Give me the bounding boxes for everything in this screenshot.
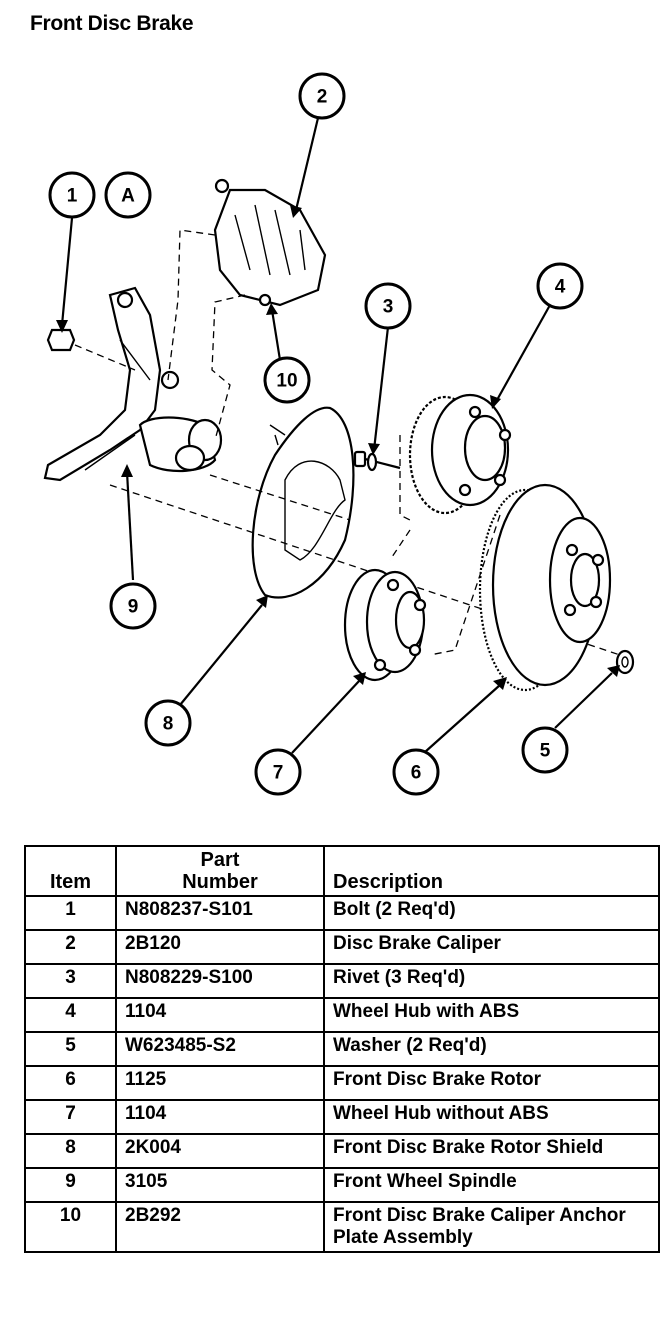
row-item: 7: [24, 1099, 117, 1135]
callout-6: 6: [392, 748, 440, 796]
row-item: 9: [24, 1167, 117, 1203]
hub-with-abs-illustration: [399, 393, 512, 521]
svg-text:2: 2: [317, 87, 328, 108]
svg-text:9: 9: [128, 597, 139, 618]
callout-8: 8: [144, 699, 192, 747]
header-part-number: Part Number: [115, 845, 325, 897]
callout-10: 10: [263, 356, 311, 404]
svg-text:4: 4: [555, 277, 566, 298]
row-description: Disc Brake Caliper: [323, 929, 660, 965]
table-row: 5 W623485-S2 Washer (2 Req'd): [24, 1031, 660, 1067]
row-part-number: 1104: [115, 997, 325, 1033]
header-part-number-line1: Part: [200, 849, 240, 871]
row-part-number: 2B120: [115, 929, 325, 965]
hub-without-abs-illustration: [343, 529, 427, 682]
svg-text:A: A: [121, 186, 135, 207]
callout-3: 3: [364, 282, 412, 330]
row-description: Front Disc Brake Rotor Shield: [323, 1133, 660, 1169]
table-row: 9 3105 Front Wheel Spindle: [24, 1167, 660, 1203]
svg-text:6: 6: [411, 763, 422, 784]
row-part-number: N808229-S100: [115, 963, 325, 999]
row-part-number: 1125: [115, 1065, 325, 1101]
svg-text:1: 1: [67, 186, 78, 207]
row-item: 4: [24, 997, 117, 1033]
parts-table: Item Part Number Description 1 N808237-S…: [24, 845, 660, 1253]
svg-text:3: 3: [383, 297, 394, 318]
spindle-illustration: [43, 286, 223, 482]
svg-text:8: 8: [163, 714, 174, 735]
exploded-brake-diagram: 1 A 2 3 4 5 6 7 8 9 10: [43, 72, 635, 796]
row-description: Wheel Hub without ABS: [323, 1099, 660, 1135]
row-description: Wheel Hub with ABS: [323, 997, 660, 1033]
rotor-shield-illustration: [251, 406, 355, 599]
row-description: Bolt (2 Req'd): [323, 895, 660, 931]
callout-5: 5: [521, 726, 569, 774]
row-part-number: 1104: [115, 1099, 325, 1135]
callout-9: 9: [109, 582, 157, 630]
page-title: Front Disc Brake: [30, 12, 194, 35]
row-part-number: W623485-S2: [115, 1031, 325, 1067]
row-part-number: 3105: [115, 1167, 325, 1203]
callout-7: 7: [254, 748, 302, 796]
leader-lines: [56, 117, 620, 754]
row-part-number: 2K004: [115, 1133, 325, 1169]
table-row: 8 2K004 Front Disc Brake Rotor Shield: [24, 1133, 660, 1169]
row-item: 5: [24, 1031, 117, 1067]
table-row: 2 2B120 Disc Brake Caliper: [24, 929, 660, 965]
row-item: 10: [24, 1201, 117, 1253]
callout-2: 2: [298, 72, 346, 120]
table-row: 6 1125 Front Disc Brake Rotor: [24, 1065, 660, 1101]
bolt-illustration: [46, 328, 136, 371]
table-row: 7 1104 Wheel Hub without ABS: [24, 1099, 660, 1135]
svg-text:5: 5: [540, 741, 551, 762]
caliper-illustration: [213, 178, 327, 307]
row-item: 6: [24, 1065, 117, 1101]
row-description: Front Disc Brake Rotor: [323, 1065, 660, 1101]
table-header-row: Item Part Number Description: [24, 845, 660, 897]
table-row: 3 N808229-S100 Rivet (3 Req'd): [24, 963, 660, 999]
row-description: Rivet (3 Req'd): [323, 963, 660, 999]
washer-illustration: [615, 649, 635, 675]
row-part-number: N808237-S101: [115, 895, 325, 931]
row-description: Front Disc Brake Caliper Anchor Plate As…: [323, 1201, 660, 1253]
table-row: 4 1104 Wheel Hub with ABS: [24, 997, 660, 1033]
table-row: 10 2B292 Front Disc Brake Caliper Anchor…: [24, 1201, 660, 1253]
header-description: Description: [323, 845, 660, 897]
callout-4: 4: [536, 262, 584, 310]
row-item: 1: [24, 895, 117, 931]
svg-text:10: 10: [276, 371, 297, 392]
svg-text:7: 7: [273, 763, 284, 784]
row-item: 8: [24, 1133, 117, 1169]
rotor-illustration: [429, 483, 612, 692]
callout-a: A: [104, 171, 152, 219]
row-description: Front Wheel Spindle: [323, 1167, 660, 1203]
row-part-number: 2B292: [115, 1201, 325, 1253]
row-description: Washer (2 Req'd): [323, 1031, 660, 1067]
header-item: Item: [24, 845, 117, 897]
table-row: 1 N808237-S101 Bolt (2 Req'd): [24, 895, 660, 931]
callout-1: 1: [48, 171, 96, 219]
rivet-illustration: [353, 450, 401, 472]
row-item: 2: [24, 929, 117, 965]
header-part-number-line2: Number: [182, 871, 258, 893]
row-item: 3: [24, 963, 117, 999]
